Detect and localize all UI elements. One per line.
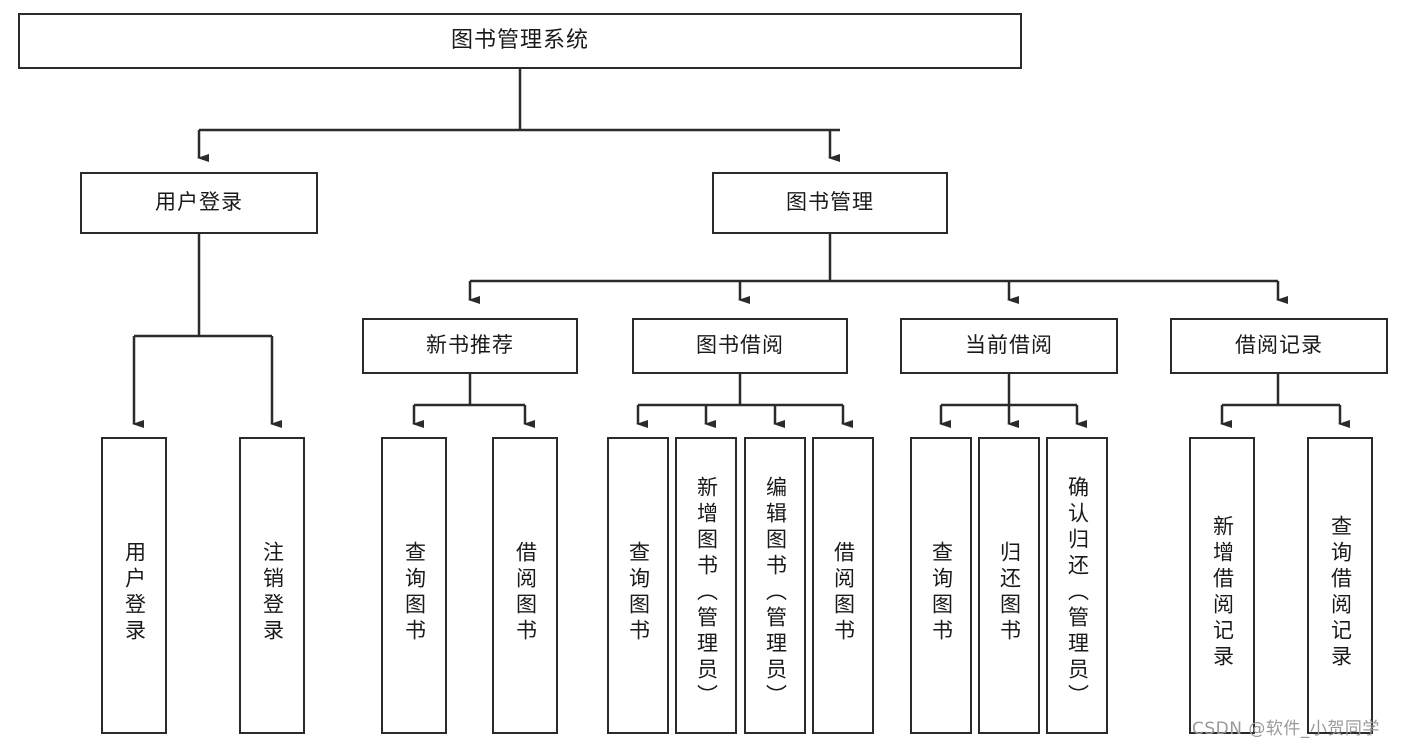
node-label: 借阅记录	[1235, 333, 1323, 358]
leaf-current-return-book[interactable]: 归还图书	[978, 437, 1040, 734]
leaf-borrow-add-book-admin[interactable]: 新增图书（管理员）	[675, 437, 737, 734]
node-label: 注销登录	[260, 540, 285, 645]
node-new-book-recommend[interactable]: 新书推荐	[362, 318, 578, 374]
leaf-user-login-login[interactable]: 用户登录	[101, 437, 167, 734]
leaf-record-query-record[interactable]: 查询借阅记录	[1307, 437, 1373, 734]
node-label: 借阅图书	[513, 540, 538, 645]
csdn-watermark: CSDN @软件_小贺同学	[1192, 719, 1380, 739]
node-book-management[interactable]: 图书管理	[712, 172, 948, 234]
node-user-login[interactable]: 用户登录	[80, 172, 318, 234]
node-label: 图书管理系统	[450, 27, 589, 53]
node-label: 查询图书	[929, 540, 954, 645]
node-label: 新增图书（管理员）	[694, 475, 719, 710]
node-root-book-management-system[interactable]: 图书管理系统	[18, 13, 1022, 69]
leaf-current-query-book[interactable]: 查询图书	[910, 437, 972, 734]
node-current-borrow[interactable]: 当前借阅	[900, 318, 1118, 374]
node-label: 用户登录	[122, 540, 147, 645]
node-label: 新书推荐	[426, 333, 514, 358]
node-label: 查询图书	[626, 540, 651, 645]
node-label: 图书借阅	[696, 333, 784, 358]
node-label: 归还图书	[997, 540, 1022, 645]
leaf-user-login-logout[interactable]: 注销登录	[239, 437, 305, 734]
node-label: 确认归还（管理员）	[1065, 475, 1090, 710]
leaf-record-add-record[interactable]: 新增借阅记录	[1189, 437, 1255, 734]
node-label: 图书管理	[786, 190, 874, 215]
leaf-current-confirm-return-admin[interactable]: 确认归还（管理员）	[1046, 437, 1108, 734]
node-book-borrow[interactable]: 图书借阅	[632, 318, 848, 374]
node-label: 新增借阅记录	[1210, 514, 1235, 671]
leaf-borrow-edit-book-admin[interactable]: 编辑图书（管理员）	[744, 437, 806, 734]
node-label: 用户登录	[155, 190, 243, 215]
node-label: 当前借阅	[965, 333, 1053, 358]
node-label: 编辑图书（管理员）	[763, 475, 788, 710]
leaf-new-book-query-book[interactable]: 查询图书	[381, 437, 447, 734]
leaf-borrow-borrow-book[interactable]: 借阅图书	[812, 437, 874, 734]
node-label: 查询借阅记录	[1328, 514, 1353, 671]
node-label: 查询图书	[402, 540, 427, 645]
node-label: 借阅图书	[831, 540, 856, 645]
node-borrow-record[interactable]: 借阅记录	[1170, 318, 1388, 374]
leaf-borrow-query-book[interactable]: 查询图书	[607, 437, 669, 734]
leaf-new-book-borrow-book[interactable]: 借阅图书	[492, 437, 558, 734]
